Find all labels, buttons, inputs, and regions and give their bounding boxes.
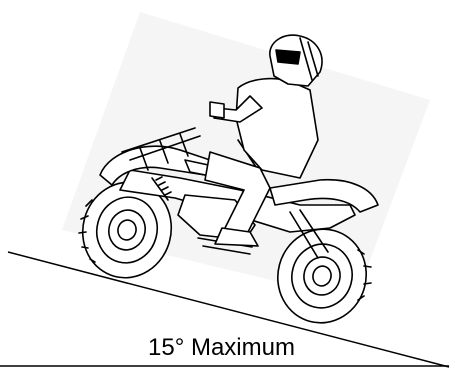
rider-glove: [210, 102, 224, 118]
slope-caption: 15° Maximum: [148, 334, 295, 362]
helmet-visor: [276, 50, 300, 64]
